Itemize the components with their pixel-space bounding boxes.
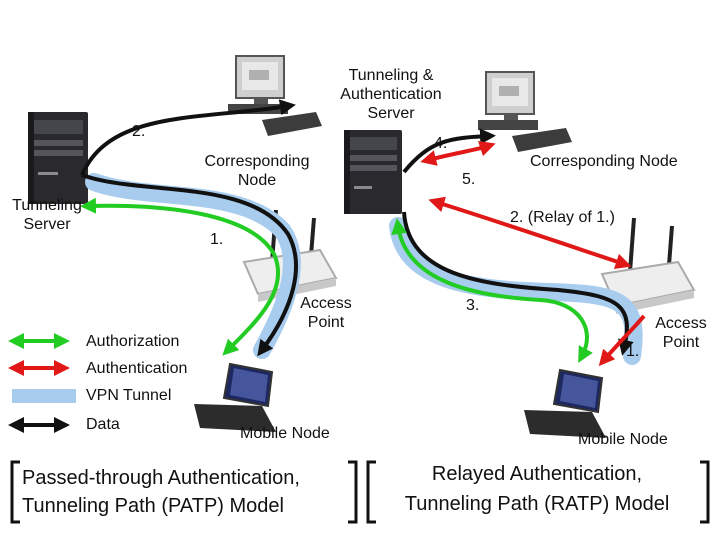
right-step-2-label: 2. (Relay of 1.) xyxy=(510,209,615,226)
right-authorization-arrow xyxy=(391,218,593,364)
right-step-3-label: 3. xyxy=(466,297,480,314)
left-data-path-to-node xyxy=(80,99,296,176)
left-vpn-tunnel-path xyxy=(85,173,301,359)
right-corresponding-node-pc-icon xyxy=(478,71,572,152)
right-step-1-label: 1. xyxy=(626,343,640,360)
right-authentication-arrow-1 xyxy=(598,314,646,367)
right-authentication-arrow-4 xyxy=(420,140,496,166)
left-caption-line-2: Tunneling Path (PATP) Model xyxy=(22,495,284,517)
right-caption-line-2: Tunneling Path (RATP) Model xyxy=(404,493,670,515)
legend-authentication-label: Authentication xyxy=(86,360,188,377)
left-mobile-node-label: Mobile Node xyxy=(240,425,330,442)
left-caption-open-bracket xyxy=(10,460,20,524)
right-mobile-node-laptop-icon xyxy=(524,368,606,438)
legend-vpn-tunnel-glyph xyxy=(12,389,76,403)
right-vpn-tunnel-path xyxy=(389,217,643,365)
left-corresponding-node-label: Corresponding Node xyxy=(204,153,310,189)
right-step-5-label: 5. xyxy=(462,171,476,188)
right-caption-close-bracket xyxy=(700,460,710,524)
legend-vpn-tunnel-label: VPN Tunnel xyxy=(86,387,172,404)
right-server-icon xyxy=(344,130,402,214)
right-mobile-node-label: Mobile Node xyxy=(578,431,668,448)
legend-data-label: Data xyxy=(86,416,120,433)
left-caption-close-bracket xyxy=(348,460,358,524)
left-data-path-to-mobile xyxy=(81,173,298,357)
left-access-point-label: Access Point xyxy=(300,295,352,331)
left-step-1-label: 1. xyxy=(210,231,224,248)
left-authorization-arrow xyxy=(80,197,281,356)
left-mobile-node-laptop-icon xyxy=(194,362,276,432)
right-server-label: Tunneling & Authentication Server xyxy=(340,67,442,122)
left-corresponding-node-pc-icon xyxy=(228,55,322,136)
right-caption-open-bracket xyxy=(366,460,376,524)
right-step-4-label: 4. xyxy=(434,135,448,152)
right-caption-line-1: Relayed Authentication, xyxy=(431,463,643,485)
left-tunneling-server-label: Tunneling Server xyxy=(12,197,82,233)
left-caption-line-1: Passed-through Authentication, xyxy=(22,467,300,489)
legend-authorization-label: Authorization xyxy=(86,333,180,350)
right-access-point-label: Access Point xyxy=(655,315,707,351)
right-corresponding-node-label: Corresponding Node xyxy=(530,153,678,170)
left-tunneling-server-icon xyxy=(28,112,88,204)
left-step-2-label: 2. xyxy=(132,123,146,140)
